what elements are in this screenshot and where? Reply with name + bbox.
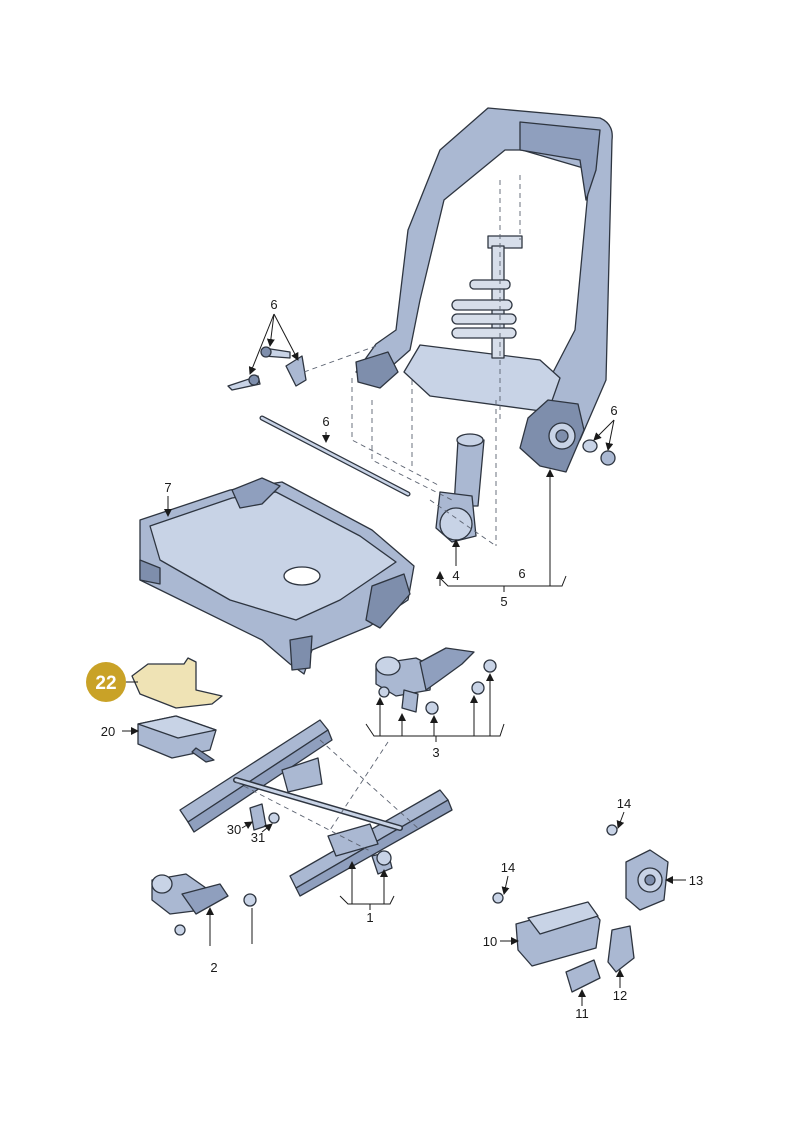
callout-4: 4	[452, 568, 459, 583]
fore-aft-motor-2	[151, 873, 257, 936]
seat-back-frame	[355, 107, 613, 473]
callout-6-right: 6	[610, 403, 617, 418]
connector-30	[249, 803, 267, 831]
lumbar-support	[451, 235, 523, 359]
callout-13: 13	[689, 873, 703, 888]
part-22-callout[interactable]: 22	[86, 662, 138, 702]
cross-rod-6	[259, 415, 411, 497]
callout-20: 20	[101, 724, 115, 739]
height-adjuster-3	[375, 647, 497, 715]
leader-lines	[122, 313, 686, 1006]
screw-31	[268, 812, 280, 824]
lumbar-switch-13	[625, 849, 669, 911]
seat-pan-frame-7	[139, 477, 415, 675]
recliner-bracket-6	[227, 346, 307, 391]
callout-6-lower: 6	[518, 566, 525, 581]
control-module-bracket-22	[131, 657, 223, 709]
recliner-nut-6	[582, 439, 616, 466]
callout-11: 11	[575, 1006, 589, 1021]
callout-2: 2	[210, 960, 217, 975]
callout-6-bracket: 6	[270, 297, 277, 312]
part-22-label: 22	[95, 673, 116, 694]
seat-rails-1	[179, 719, 453, 897]
callout-31: 31	[251, 830, 265, 845]
assembly-lines	[303, 345, 497, 547]
seat-switch-10	[515, 901, 601, 967]
callout-14-top: 14	[617, 796, 631, 811]
callout-6-rod: 6	[322, 414, 329, 429]
callout-1: 1	[366, 910, 373, 925]
part-22-badge[interactable]	[86, 662, 126, 702]
callout-3: 3	[432, 745, 439, 760]
callout-12: 12	[613, 988, 627, 1003]
callout-10: 10	[483, 934, 497, 949]
screws-14	[492, 824, 618, 904]
control-module-20	[137, 715, 217, 763]
callout-5: 5	[500, 594, 507, 609]
callout-labels: 6 6 6 7 4 6 5 3 20 30 31 1 2 14 13 14 10…	[101, 297, 703, 1021]
callout-14-left: 14	[501, 860, 515, 875]
callout-7: 7	[164, 480, 171, 495]
callout-30: 30	[227, 822, 241, 837]
switch-knob-12	[607, 925, 635, 973]
switch-knob-11	[565, 959, 601, 993]
recliner-motor-4	[435, 433, 485, 543]
